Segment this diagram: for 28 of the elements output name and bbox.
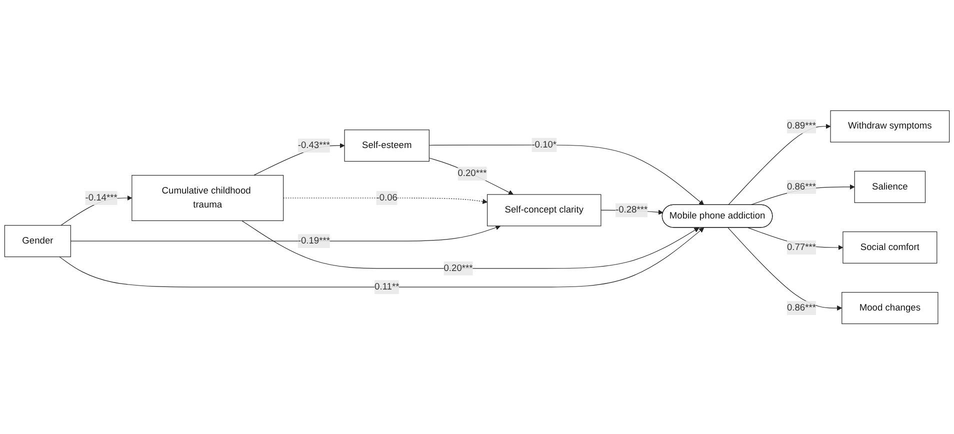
edge-label: 0.89*** [786,120,816,131]
edge-label: -0.43*** [298,140,330,150]
node-box: Salience [854,170,926,203]
arrow [242,220,700,269]
arrow [428,144,704,205]
edge-label: 0.86*** [786,302,816,312]
edge-label: 0.20*** [458,168,487,178]
edge-label: 0.77*** [786,242,816,252]
arrow [728,124,831,206]
node-box: Social comfort [842,231,938,264]
node-box: Cumulative childhood trauma [132,174,284,221]
edge-label: 0.86*** [786,181,816,192]
node-box: Withdraw symptoms [830,110,950,142]
edge-label: -0.28*** [616,204,648,215]
edge-label: -0.19*** [298,236,330,246]
edge-label: 0.11** [374,282,400,292]
arrow [283,198,488,204]
arrow [59,227,704,288]
node-box: Gender [4,224,71,257]
edge-label: -0.14*** [85,192,118,202]
node-box: Mood changes [842,292,938,324]
node-box: Self-concept clarity [487,194,602,226]
edge-label: -0.10* [532,140,557,150]
edge-label: -0.06 [376,192,398,202]
arrow [70,224,501,242]
arrow [428,158,514,195]
node-box: Self-esteem [344,129,430,162]
edge-label: 0.20*** [444,262,473,273]
